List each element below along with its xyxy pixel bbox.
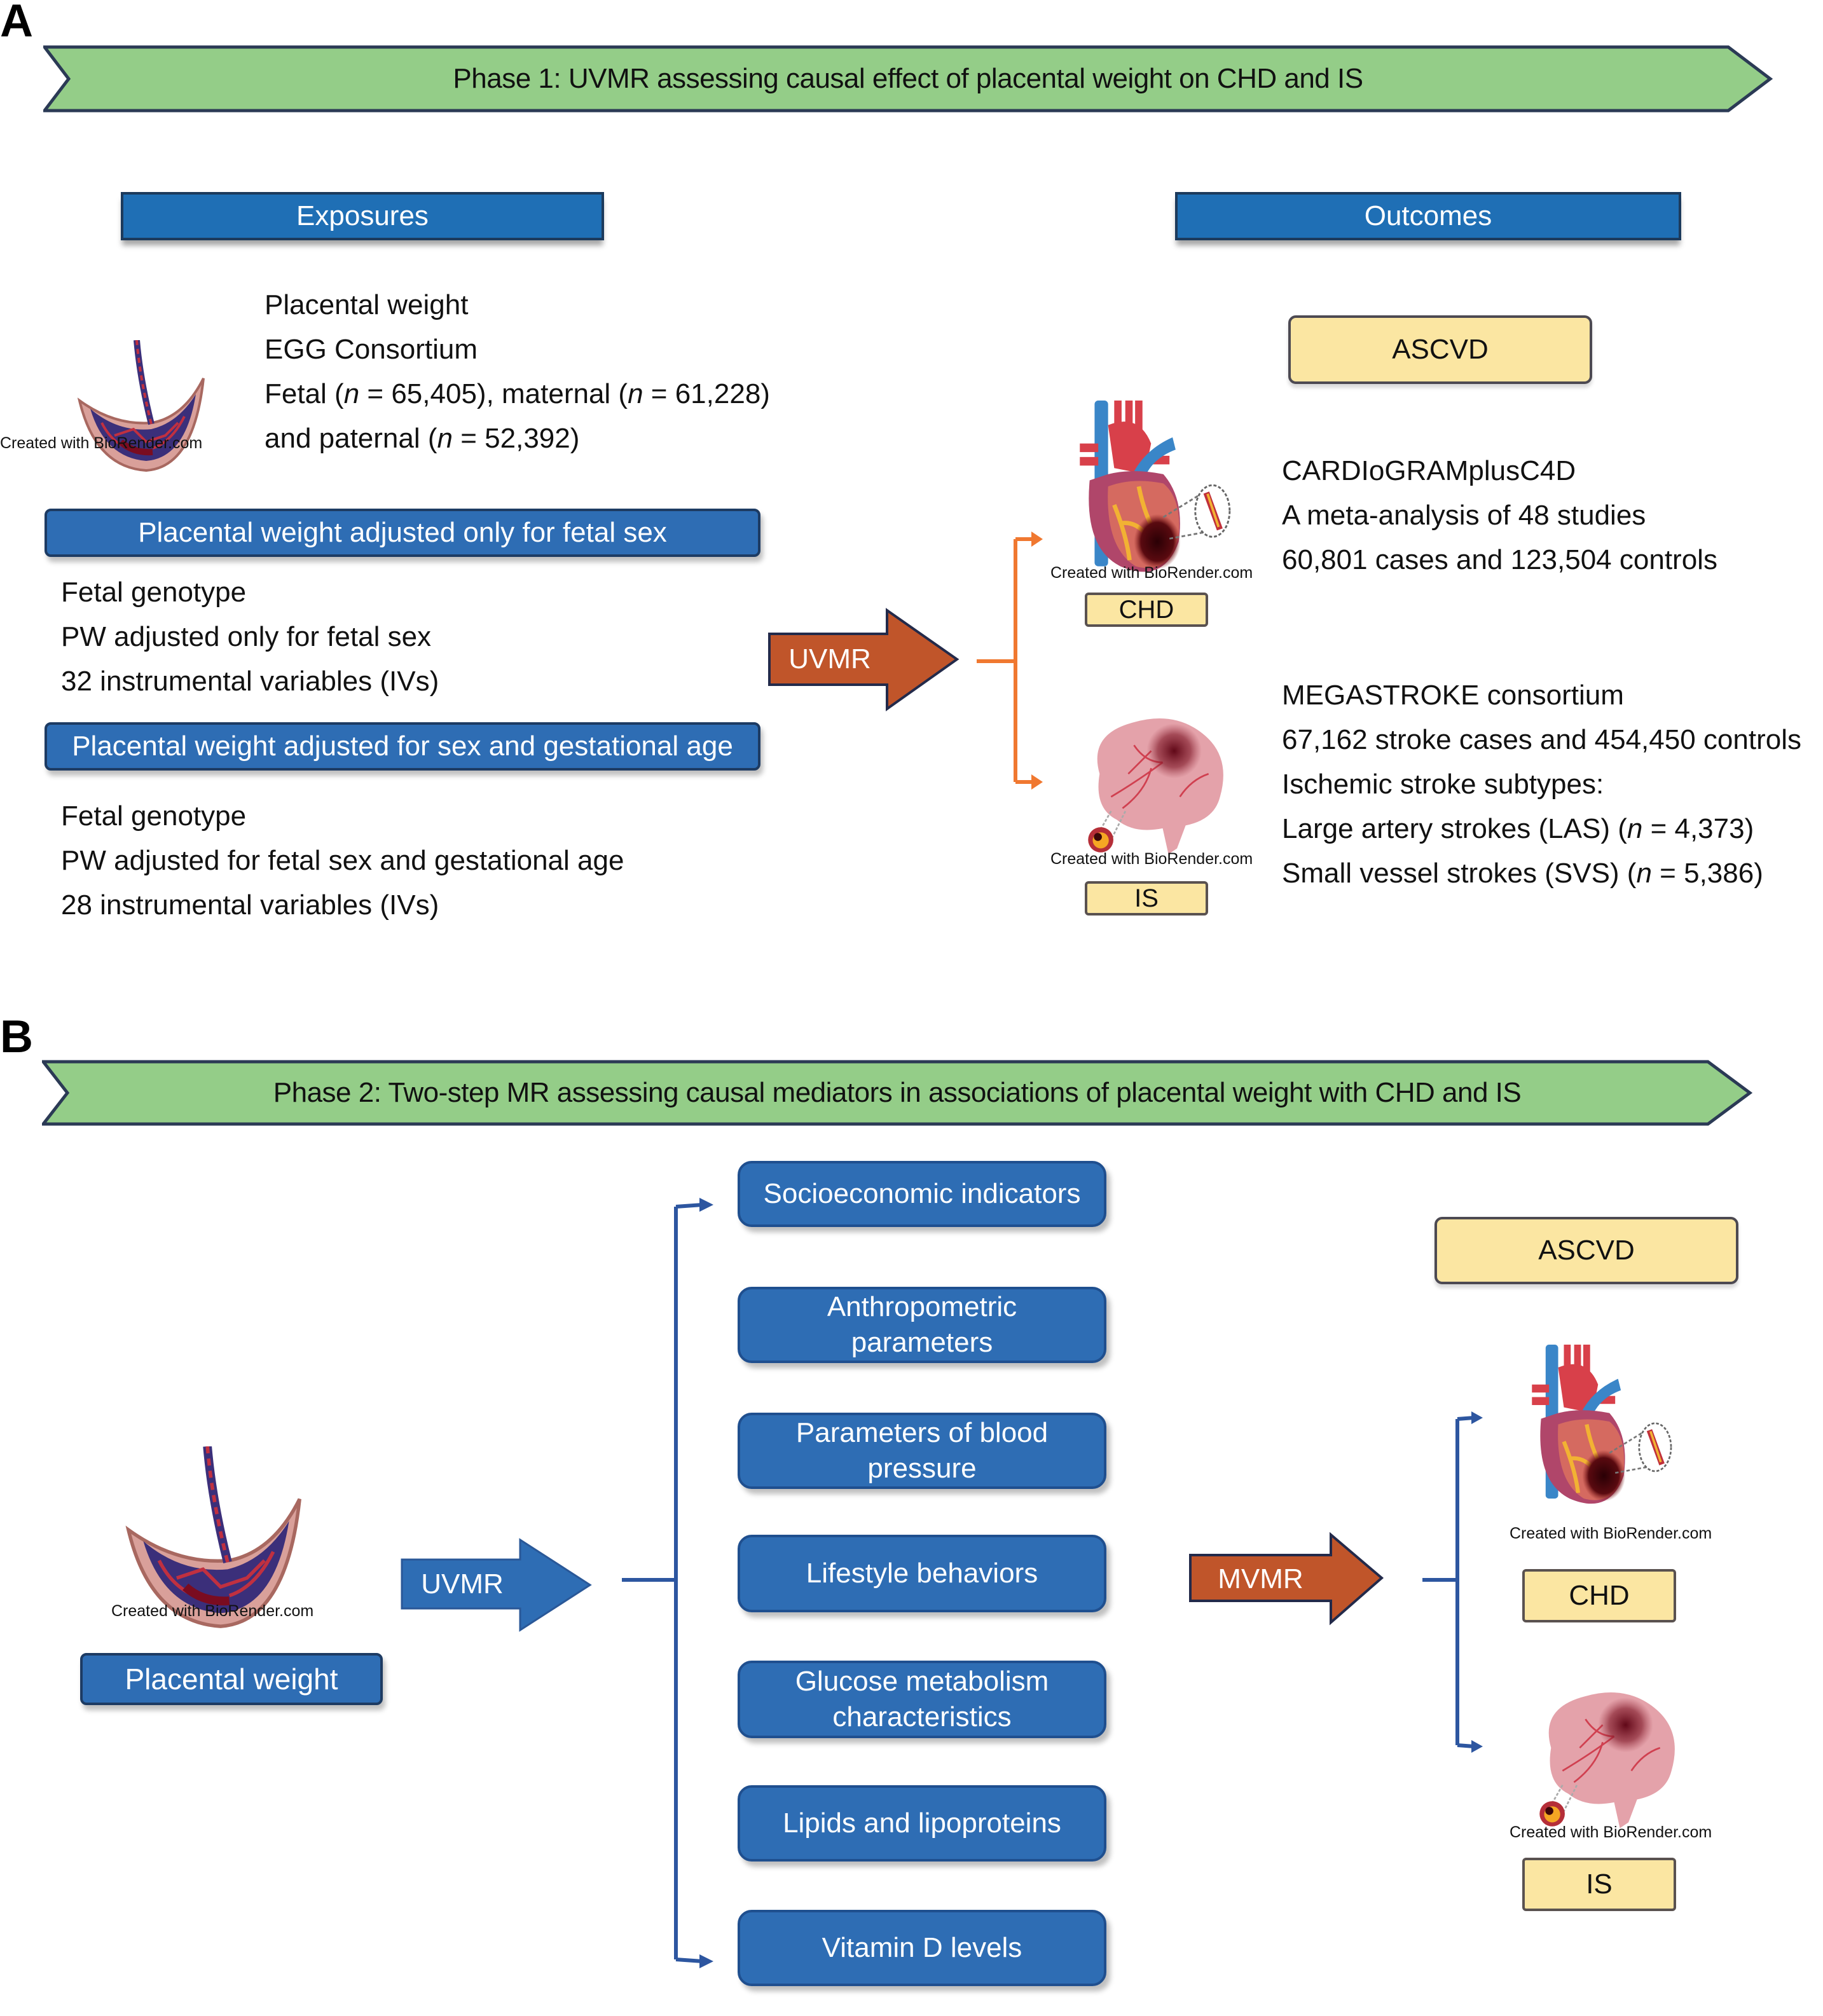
outcomes-header: Outcomes — [1175, 192, 1681, 240]
uvmr-label-b: UVMR — [421, 1568, 504, 1600]
exposures-header: Exposures — [121, 192, 604, 240]
phase-2-banner: Phase 2: Two-step MR assessing causal me… — [42, 1058, 1752, 1128]
subgroup1-line: PW adjusted only for fetal sex — [61, 621, 432, 652]
arrowhead-icon — [1031, 774, 1043, 790]
arrowhead-icon — [1471, 1411, 1483, 1424]
biorender-credit: Created with BioRender.com — [1050, 850, 1253, 868]
ascvd-box-b: ASCVD — [1434, 1217, 1738, 1284]
exposure-sample-sizes: Fetal (n = 65,405), maternal (n = 61,228… — [265, 378, 770, 409]
phase-1-banner: Phase 1: UVMR assessing causal effect of… — [43, 43, 1773, 114]
biorender-credit: Created with BioRender.com — [111, 1602, 314, 1620]
chd-label-a: CHD — [1085, 593, 1208, 627]
phase-1-title: Phase 1: UVMR assessing causal effect of… — [453, 63, 1363, 94]
biorender-credit: Created with BioRender.com — [1510, 1525, 1712, 1542]
brain-icon — [1087, 717, 1225, 855]
mediator-lipids: Lipids and lipoproteins — [738, 1785, 1106, 1862]
subgroup1-line: 32 instrumental variables (IVs) — [61, 666, 439, 697]
arrowhead-icon — [699, 1198, 713, 1212]
mediator-socioeconomic: Socioeconomic indicators — [738, 1161, 1106, 1227]
brain-icon — [1538, 1691, 1676, 1829]
subgroup2-line: 28 instrumental variables (IVs) — [61, 889, 439, 921]
chevron-banner-shape — [42, 1060, 1752, 1126]
exposure-consortium: EGG Consortium — [265, 334, 478, 365]
arrowhead-icon — [1031, 531, 1043, 547]
mvmr-arrow — [1189, 1532, 1384, 1626]
ascvd-box-a: ASCVD — [1288, 315, 1592, 384]
chd-label-b: CHD — [1522, 1569, 1676, 1622]
subgroup2-line: Fetal genotype — [61, 800, 247, 832]
is-sample-size: 67,162 stroke cases and 454,450 controls — [1282, 724, 1801, 755]
placenta-icon — [76, 340, 210, 474]
heart-icon — [1068, 401, 1243, 579]
mediator-glucose: Glucose metabolism characteristics — [738, 1661, 1106, 1738]
biorender-credit: Created with BioRender.com — [1050, 564, 1253, 582]
biorender-credit: Created with BioRender.com — [1510, 1823, 1712, 1841]
chevron-banner-shape — [43, 45, 1773, 113]
chd-consortium: CARDIoGRAMplusC4D — [1282, 455, 1576, 486]
subgroup2-line: PW adjusted for fetal sex and gestationa… — [61, 845, 624, 876]
arrowhead-icon — [1471, 1740, 1483, 1753]
is-subtypes-heading: Ischemic stroke subtypes: — [1282, 769, 1604, 800]
arrowhead-icon — [699, 1954, 713, 1968]
subgroup-fetal-sex-header: Placental weight adjusted only for fetal… — [45, 509, 760, 557]
is-subtype-las: Large artery strokes (LAS) (n = 4,373) — [1282, 813, 1754, 844]
is-label-b: IS — [1522, 1858, 1676, 1911]
phase-2-title: Phase 2: Two-step MR assessing causal me… — [273, 1077, 1522, 1108]
mediator-vitamin-d: Vitamin D levels — [738, 1910, 1106, 1986]
subgroup1-line: Fetal genotype — [61, 577, 247, 608]
mediator-lifestyle: Lifestyle behaviors — [738, 1535, 1106, 1612]
chd-study-count: A meta-analysis of 48 studies — [1282, 500, 1646, 531]
exposure-name: Placental weight — [265, 289, 469, 320]
exposure-sample-paternal: and paternal (n = 52,392) — [265, 423, 580, 454]
is-subtype-svs: Small vessel strokes (SVS) (n = 5,386) — [1282, 858, 1763, 889]
is-consortium: MEGASTROKE consortium — [1282, 680, 1624, 711]
panel-b-label: B — [0, 1011, 33, 1062]
heart-icon — [1513, 1345, 1691, 1510]
placental-weight-box: Placental weight — [80, 1653, 383, 1705]
uvmr-arrow-b — [401, 1538, 592, 1632]
panel-a-label: A — [0, 0, 33, 46]
biorender-credit: Created with BioRender.com — [0, 434, 203, 452]
uvmr-label-a: UVMR — [788, 643, 871, 675]
subgroup-sex-gestational-header: Placental weight adjusted for sex and ge… — [45, 722, 760, 771]
is-label-a: IS — [1085, 881, 1208, 915]
chd-sample-size: 60,801 cases and 123,504 controls — [1282, 544, 1717, 575]
uvmr-arrow-a — [768, 608, 960, 711]
mediator-anthropometric: Anthropometric parameters — [738, 1287, 1106, 1363]
mediator-blood-pressure: Parameters of blood pressure — [738, 1413, 1106, 1489]
mvmr-label: MVMR — [1218, 1563, 1304, 1594]
